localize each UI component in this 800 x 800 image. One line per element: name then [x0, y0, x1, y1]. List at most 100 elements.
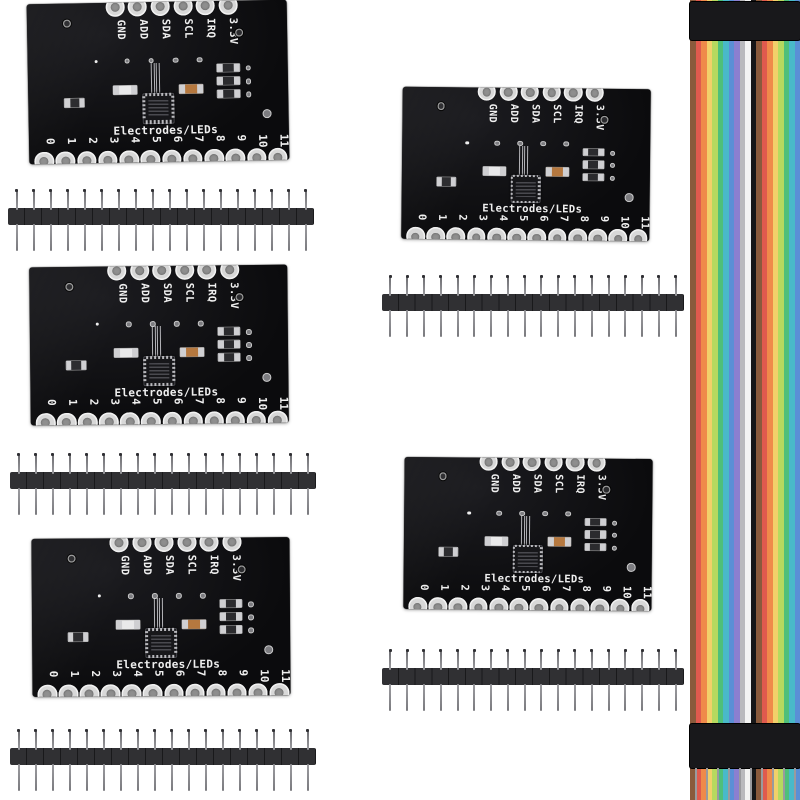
header-pin-long-end[interactable] [272, 488, 275, 515]
header-pin-long-end[interactable] [238, 764, 241, 791]
pin-header-strip-1[interactable] [8, 186, 314, 252]
header-pin-long-end[interactable] [238, 488, 241, 515]
top-pin-pad[interactable] [221, 537, 242, 552]
header-pin-long-end[interactable] [456, 310, 459, 337]
header-pin-short-end[interactable] [607, 651, 610, 670]
header-pin-long-end[interactable] [170, 764, 173, 791]
header-pin-long-end[interactable] [306, 488, 309, 515]
top-pin-pad[interactable] [131, 537, 152, 553]
header-pin-long-end[interactable] [255, 764, 258, 791]
header-pin-long-end[interactable] [255, 488, 258, 515]
electrode-pad[interactable] [121, 684, 142, 697]
header-pin-long-end[interactable] [68, 488, 71, 515]
electrode-pad[interactable] [547, 228, 567, 242]
header-pin-long-end[interactable] [657, 310, 660, 337]
header-pin-long-end[interactable] [406, 684, 409, 711]
header-pin-short-end[interactable] [68, 455, 71, 474]
electrode-pad[interactable] [267, 410, 288, 426]
header-pin-long-end[interactable] [540, 684, 543, 711]
header-pin-long-end[interactable] [573, 310, 576, 337]
top-pin-pad[interactable] [129, 264, 149, 281]
header-pin-short-end[interactable] [170, 731, 173, 750]
header-pin-short-end[interactable] [221, 455, 224, 474]
electrode-pad[interactable] [246, 147, 267, 165]
electrode-pad[interactable] [97, 150, 118, 165]
electrode-pad[interactable] [120, 412, 140, 426]
header-pin-long-end[interactable] [389, 684, 392, 711]
ribbon-connector-bottom[interactable] [690, 724, 800, 768]
electrode-pad[interactable] [35, 413, 56, 426]
header-pin-long-end[interactable] [85, 488, 88, 515]
header-pin-long-end[interactable] [134, 224, 137, 251]
electrode-pad[interactable] [79, 684, 100, 697]
header-pin-long-end[interactable] [289, 488, 292, 515]
header-pin-short-end[interactable] [573, 277, 576, 296]
header-pin-short-end[interactable] [255, 455, 258, 474]
electrode-pad[interactable] [405, 227, 425, 242]
header-pin-long-end[interactable] [187, 764, 190, 791]
top-pin-pad[interactable] [197, 264, 217, 280]
pin-header-strip-2[interactable] [382, 272, 684, 338]
top-pin-pad[interactable] [109, 537, 129, 553]
header-pin-short-end[interactable] [456, 651, 459, 670]
header-pin-long-end[interactable] [119, 764, 122, 791]
header-pin-long-end[interactable] [221, 488, 224, 515]
electrode-pad[interactable] [37, 684, 58, 697]
header-pin-long-end[interactable] [557, 684, 560, 711]
header-pin-short-end[interactable] [153, 455, 156, 474]
header-pin-short-end[interactable] [100, 191, 103, 210]
header-pin-short-end[interactable] [590, 277, 593, 296]
header-pin-short-end[interactable] [657, 651, 660, 670]
header-pin-long-end[interactable] [187, 488, 190, 515]
header-pin-short-end[interactable] [51, 731, 54, 750]
top-pin-pad[interactable] [176, 537, 197, 552]
electrode-pad[interactable] [248, 683, 269, 697]
electrode-pad[interactable] [630, 599, 650, 612]
header-pin-long-end[interactable] [51, 764, 54, 791]
electrode-pad[interactable] [98, 412, 119, 426]
header-pin-long-end[interactable] [83, 224, 86, 251]
header-pin-long-end[interactable] [641, 684, 644, 711]
electrode-pad[interactable] [509, 598, 529, 612]
header-pin-short-end[interactable] [204, 455, 207, 474]
electrode-pad[interactable] [225, 148, 246, 165]
header-pin-long-end[interactable] [389, 310, 392, 337]
electrode-pad[interactable] [58, 684, 79, 697]
header-pin-short-end[interactable] [102, 731, 105, 750]
header-pin-long-end[interactable] [117, 224, 120, 251]
electrode-pad[interactable] [100, 684, 121, 697]
header-pin-short-end[interactable] [272, 455, 275, 474]
header-pin-short-end[interactable] [83, 191, 86, 210]
header-pin-long-end[interactable] [185, 224, 188, 251]
header-pin-long-end[interactable] [49, 224, 52, 251]
header-pin-short-end[interactable] [289, 455, 292, 474]
top-pin-pad[interactable] [152, 264, 172, 281]
header-pin-long-end[interactable] [202, 224, 205, 251]
header-pin-short-end[interactable] [134, 191, 137, 210]
electrode-pad[interactable] [77, 412, 98, 426]
header-pin-short-end[interactable] [473, 651, 476, 670]
rainbow-jumper-ribbon-cable[interactable] [690, 0, 800, 800]
top-pin-pad[interactable] [477, 86, 497, 102]
header-pin-long-end[interactable] [506, 684, 509, 711]
electrode-pad[interactable] [183, 411, 204, 426]
electrode-pad[interactable] [486, 228, 506, 242]
header-pin-short-end[interactable] [136, 731, 139, 750]
header-pin-short-end[interactable] [590, 651, 593, 670]
top-pin-pad[interactable] [479, 456, 498, 472]
header-pin-long-end[interactable] [674, 684, 677, 711]
header-pin-long-end[interactable] [66, 224, 69, 251]
electrode-pad[interactable] [269, 683, 290, 697]
header-pin-long-end[interactable] [590, 310, 593, 337]
electrode-pad[interactable] [507, 228, 527, 242]
header-pin-long-end[interactable] [289, 764, 292, 791]
header-pin-long-end[interactable] [674, 310, 677, 337]
header-pin-short-end[interactable] [674, 277, 677, 296]
header-pin-long-end[interactable] [253, 224, 256, 251]
header-pin-short-end[interactable] [255, 731, 258, 750]
header-pin-long-end[interactable] [219, 224, 222, 251]
header-pin-long-end[interactable] [523, 310, 526, 337]
